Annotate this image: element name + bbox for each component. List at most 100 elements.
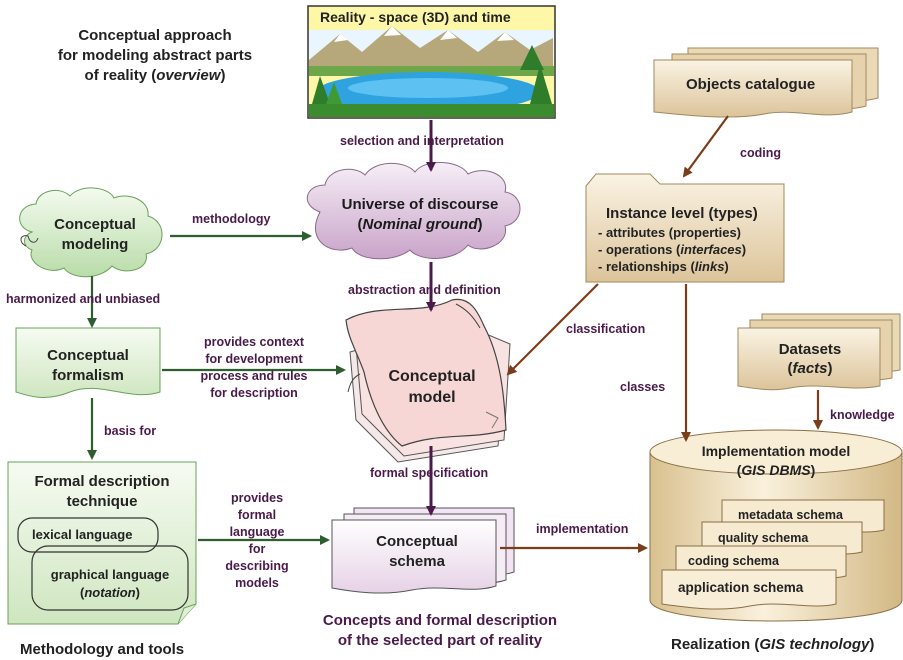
datasets-line-2-pre: ( [787, 360, 793, 377]
conceptual-model-label: Conceptual model [380, 366, 484, 408]
heading-line-3-em: overview [156, 67, 221, 84]
universe-line-2: (Nominal ground) [320, 215, 520, 235]
universe-cloud-shape [307, 161, 521, 260]
heading-line-1: Conceptual approach [78, 27, 232, 44]
instance-item-relationships-post: ) [724, 259, 729, 274]
lexical-language-label: lexical language [32, 527, 133, 542]
instance-item-relationships-em: links [694, 259, 725, 274]
footer-concepts-line-1: Concepts and formal description [322, 612, 558, 629]
arrow-coding [682, 115, 729, 178]
overview-heading: Conceptual approach for modeling abstrac… [40, 26, 270, 86]
instance-item-operations: - operations (interfaces) [598, 241, 746, 258]
instance-item-operations-pre: - operations ( [598, 242, 681, 257]
footer-concepts: Concepts and formal description of the s… [290, 611, 590, 651]
universe-line-2-pre: ( [357, 216, 363, 233]
datasets-line-2-post: ) [827, 360, 833, 377]
label-language-line-2: formal [237, 508, 277, 522]
graphical-language-line-2-pre: ( [80, 585, 85, 600]
metadata-schema-label: metadata schema [738, 508, 843, 522]
label-methodology: methodology [192, 212, 271, 226]
footer-realization-pre: Realization ( [671, 636, 760, 653]
arrow-classification [506, 283, 599, 376]
label-language-line-6: models [235, 576, 279, 590]
formal-technique-page [7, 461, 197, 625]
datasets-stack [737, 313, 901, 391]
footer-realization-em: GIS technology [759, 636, 870, 653]
application-schema-label: application schema [678, 580, 804, 595]
label-knowledge: knowledge [830, 408, 895, 422]
formal-technique-label: Formal description technique [14, 472, 190, 512]
formalism-label: Conceptual formalism [24, 346, 152, 386]
label-context-line-3: process and rules [200, 369, 308, 383]
heading-line-2: for modeling abstract parts [57, 47, 253, 64]
label-basis: basis for [104, 424, 157, 438]
implementation-model-line-2: (GIS DBMS) [686, 461, 866, 480]
coding-schema-label: coding schema [688, 554, 779, 568]
graphical-language-line-2: (notation) [36, 584, 184, 602]
conceptual-model-line-2: model [408, 389, 456, 406]
datasets-line-2-em: facts [792, 360, 828, 377]
label-context-line-4: for description [210, 386, 298, 400]
implementation-model-line-2-pre: ( [736, 462, 742, 478]
instance-item-attributes: - attributes (properties) [598, 225, 742, 240]
label-harmonized: harmonized and unbiased [6, 292, 161, 306]
heading-line-3-pre: of reality ( [84, 67, 157, 84]
universe-label: Universe of discourse (Nominal ground) [320, 195, 520, 235]
formalism-line-1: Conceptual [47, 347, 129, 364]
footer-methodology: Methodology and tools [20, 641, 185, 658]
objects-catalogue-label: Objects catalogue [686, 76, 816, 93]
label-language-line-4: for [248, 542, 266, 556]
reality-title: Reality - space (3D) and time [320, 9, 511, 25]
implementation-model-line-1: Implementation model [701, 443, 851, 459]
label-coding: coding [740, 146, 781, 160]
footer-realization-post: ) [869, 636, 875, 653]
arrows [87, 115, 823, 553]
conceptual-model-stack [345, 298, 511, 463]
formal-technique-line-2: technique [66, 493, 138, 510]
instance-item-operations-post: ) [741, 242, 747, 257]
label-abstraction: abstraction and definition [348, 283, 501, 297]
conceptual-modeling-label: Conceptual modeling [40, 215, 150, 255]
graphical-language-label: graphical language (notation) [36, 566, 184, 602]
quality-schema-label: quality schema [718, 531, 809, 545]
lexical-outline [17, 517, 159, 553]
label-context-line-1: provides context [203, 335, 305, 349]
instance-level-folder [585, 173, 785, 283]
graphical-language-line-1: graphical language [50, 567, 170, 582]
label-context: provides context for development process… [184, 334, 324, 402]
datasets-line-2: (facts) [760, 359, 860, 378]
label-formal-spec: formal specification [370, 466, 489, 480]
conceptual-model-line-1: Conceptual [388, 368, 476, 385]
label-context-line-2: for development [205, 352, 303, 366]
label-language: provides formal language for describing … [210, 490, 304, 592]
label-language-line-5: describing [225, 559, 289, 573]
conceptual-schema-stack [331, 507, 515, 594]
instance-item-operations-em: interfaces [680, 242, 742, 257]
label-classification: classification [566, 322, 646, 336]
universe-line-2-post: ) [477, 216, 483, 233]
label-implementation: implementation [536, 522, 629, 536]
heading-line-3-post: ) [220, 67, 226, 84]
instance-item-relationships: - relationships (links) [598, 258, 746, 275]
graphical-language-line-2-post: ) [135, 585, 140, 600]
conceptual-modeling-line-2: modeling [61, 236, 129, 253]
label-selection: selection and interpretation [340, 134, 504, 148]
implementation-model-line-2-em: GIS DBMS [741, 462, 811, 478]
objects-catalogue-stack [653, 47, 879, 118]
formalism-line-2: formalism [52, 367, 124, 384]
footer-concepts-line-2: of the selected part of reality [337, 632, 543, 649]
reality-landscape-image [307, 5, 556, 119]
conceptual-modeling-line-1: Conceptual [54, 216, 136, 233]
instance-item-relationships-pre: - relationships ( [598, 259, 695, 274]
conceptual-schema-label: Conceptual schema [362, 532, 472, 572]
heading-line-3: of reality (overview) [40, 66, 270, 86]
conceptual-schema-line-2: schema [389, 553, 445, 570]
implementation-model-label: Implementation model (GIS DBMS) [686, 442, 866, 480]
label-language-line-3: language [229, 525, 285, 539]
formal-technique-line-1: Formal description [34, 473, 170, 490]
graphical-outline [31, 545, 189, 611]
datasets-line-1: Datasets [778, 341, 842, 358]
conceptual-formalism-shape [15, 327, 161, 398]
label-classes: classes [620, 380, 666, 394]
